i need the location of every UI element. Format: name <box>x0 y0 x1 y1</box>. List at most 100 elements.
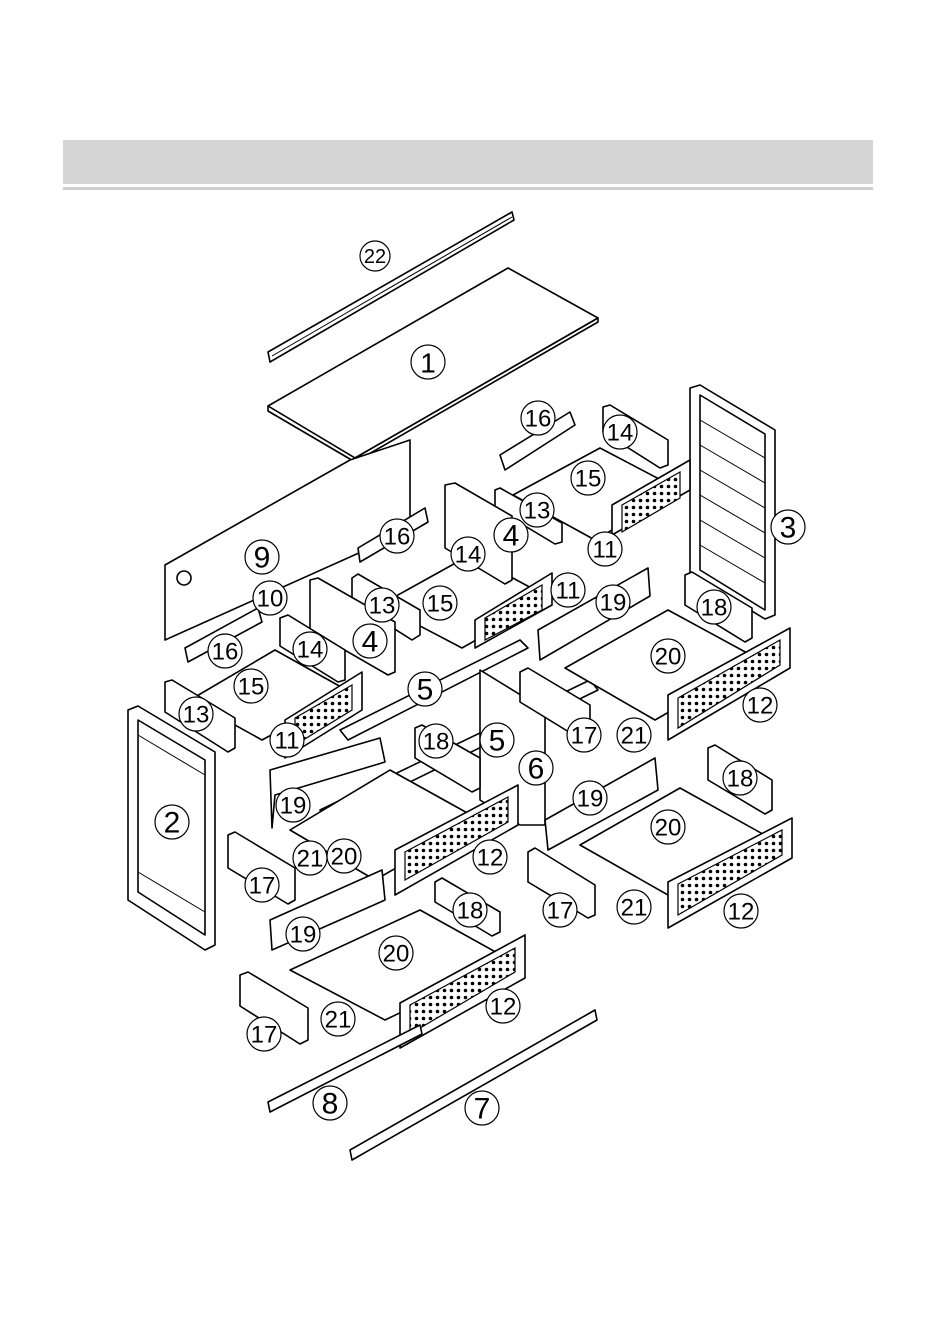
callout-12: 12 <box>724 894 758 928</box>
svg-text:9: 9 <box>254 542 271 575</box>
svg-text:14: 14 <box>607 420 634 447</box>
callout-16: 16 <box>208 634 242 668</box>
svg-text:10: 10 <box>257 586 284 613</box>
svg-text:18: 18 <box>727 766 754 793</box>
svg-text:14: 14 <box>455 542 482 569</box>
svg-text:12: 12 <box>747 693 774 720</box>
callout-12: 12 <box>473 840 507 874</box>
svg-text:19: 19 <box>600 590 627 617</box>
svg-text:11: 11 <box>275 728 300 755</box>
svg-text:15: 15 <box>575 466 602 493</box>
svg-text:11: 11 <box>556 578 581 605</box>
callout-20: 20 <box>651 639 685 673</box>
part-7-bottom-rail <box>350 1010 597 1160</box>
callout-13: 13 <box>179 697 213 731</box>
svg-text:16: 16 <box>384 524 411 551</box>
callout-15: 15 <box>423 586 457 620</box>
callout-14: 14 <box>293 632 327 666</box>
svg-text:1: 1 <box>420 348 436 379</box>
callout-13: 13 <box>520 493 554 527</box>
svg-text:12: 12 <box>490 994 517 1021</box>
svg-text:21: 21 <box>325 1007 352 1034</box>
svg-text:13: 13 <box>369 593 396 620</box>
callout-16: 16 <box>380 519 414 553</box>
callout-4: 4 <box>494 518 528 553</box>
callout-16: 16 <box>521 401 555 435</box>
callout-18: 18 <box>419 724 453 758</box>
svg-text:7: 7 <box>474 1093 491 1126</box>
callout-19: 19 <box>276 788 310 822</box>
callout-10: 10 <box>253 581 287 615</box>
callout-20: 20 <box>651 810 685 844</box>
svg-text:19: 19 <box>577 786 604 813</box>
svg-text:8: 8 <box>322 1088 339 1121</box>
svg-text:15: 15 <box>238 674 265 701</box>
svg-text:20: 20 <box>655 815 682 842</box>
callout-4: 4 <box>353 624 387 659</box>
svg-text:16: 16 <box>525 406 552 433</box>
svg-text:20: 20 <box>331 844 358 871</box>
callout-22: 22 <box>360 241 390 271</box>
callout-13: 13 <box>365 588 399 622</box>
callout-9: 9 <box>245 540 279 575</box>
callout-21: 21 <box>617 718 651 752</box>
svg-text:18: 18 <box>457 898 484 925</box>
callout-18: 18 <box>697 590 731 624</box>
callout-17: 17 <box>543 893 577 927</box>
callout-15: 15 <box>234 669 268 703</box>
svg-text:6: 6 <box>528 753 545 786</box>
callout-19: 19 <box>596 585 630 619</box>
svg-text:18: 18 <box>701 595 728 622</box>
callout-2: 2 <box>155 805 189 840</box>
svg-text:11: 11 <box>593 537 618 564</box>
svg-text:13: 13 <box>524 498 551 525</box>
callout-17: 17 <box>567 718 601 752</box>
callout-11: 11 <box>551 573 585 607</box>
svg-text:4: 4 <box>503 520 520 553</box>
svg-text:5: 5 <box>417 674 434 707</box>
svg-text:20: 20 <box>655 644 682 671</box>
svg-text:21: 21 <box>621 895 648 922</box>
callout-7: 7 <box>465 1091 499 1126</box>
callout-18: 18 <box>453 893 487 927</box>
svg-text:12: 12 <box>728 899 755 926</box>
callout-18: 18 <box>723 761 757 795</box>
svg-text:21: 21 <box>297 846 324 873</box>
svg-text:17: 17 <box>571 723 598 750</box>
callout-17: 17 <box>245 868 279 902</box>
callout-20: 20 <box>379 936 413 970</box>
svg-text:20: 20 <box>383 941 410 968</box>
svg-text:21: 21 <box>621 723 648 750</box>
svg-text:14: 14 <box>297 637 324 664</box>
svg-text:13: 13 <box>183 702 210 729</box>
svg-text:2: 2 <box>164 807 181 840</box>
svg-text:12: 12 <box>477 845 504 872</box>
callout-5: 5 <box>480 723 514 758</box>
callout-12: 12 <box>743 688 777 722</box>
callout-6: 6 <box>519 751 553 786</box>
svg-text:3: 3 <box>780 512 797 545</box>
callout-11: 11 <box>588 532 622 566</box>
callout-5: 5 <box>408 672 442 707</box>
callout-3: 3 <box>771 510 805 545</box>
svg-text:17: 17 <box>251 1022 278 1049</box>
callout-19: 19 <box>286 917 320 951</box>
svg-text:15: 15 <box>427 591 454 618</box>
callout-8: 8 <box>313 1086 347 1121</box>
svg-text:17: 17 <box>547 898 574 925</box>
callout-21: 21 <box>293 841 327 875</box>
callout-14: 14 <box>603 415 637 449</box>
callout-14: 14 <box>451 537 485 571</box>
svg-text:19: 19 <box>290 922 317 949</box>
svg-text:22: 22 <box>364 246 386 268</box>
callout-17: 17 <box>247 1017 281 1051</box>
svg-text:5: 5 <box>489 725 506 758</box>
callout-1: 1 <box>411 345 445 379</box>
svg-text:17: 17 <box>249 873 276 900</box>
callout-19: 19 <box>573 781 607 815</box>
callout-12: 12 <box>486 989 520 1023</box>
callout-15: 15 <box>571 461 605 495</box>
callout-21: 21 <box>321 1002 355 1036</box>
svg-text:18: 18 <box>423 729 450 756</box>
